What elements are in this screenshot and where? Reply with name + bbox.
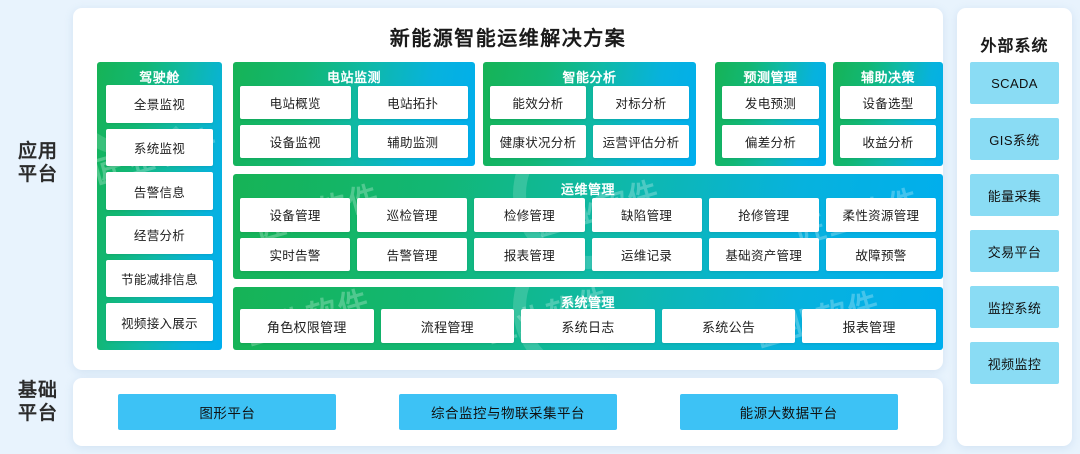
module-cell[interactable]: 偏差分析 <box>722 125 819 158</box>
external-systems-list: SCADA GIS系统能量采集交易平台监控系统视频监控 <box>957 62 1072 434</box>
module-cell[interactable]: 视频接入展示 <box>106 303 213 342</box>
axis-label-foundation-platform: 基础 平台 <box>8 379 68 425</box>
panel-cells-analysis: 能效分析对标分析健康状况分析运营评估分析 <box>483 86 696 166</box>
external-systems-title: 外部系统 <box>980 38 1049 55</box>
module-cell[interactable]: 系统公告 <box>661 309 796 343</box>
panel-cell-row: 电站概览电站拓扑 <box>240 86 468 119</box>
panel-cell-row: 经营分析 <box>106 216 213 254</box>
diagram-title: 新能源智能运维解决方案 <box>389 28 627 50</box>
module-cell[interactable]: 设备选型 <box>840 86 936 119</box>
panel-title-decision: 辅助决策 <box>860 70 915 85</box>
axis-label-application-platform: 应用 平台 <box>8 140 68 186</box>
panel-cockpit: 匠业软件驾驶舱全景监视系统监视告警信息经营分析节能减排信息视频接入展示 <box>97 62 222 350</box>
panel-cell-row: 发电预测 <box>722 86 819 119</box>
axis-label-application-line1: 应用 <box>17 141 58 162</box>
panel-title-station: 电站监测 <box>326 70 381 85</box>
external-system-box[interactable]: 视频监控 <box>970 342 1059 384</box>
module-cell[interactable]: 检修管理 <box>474 198 585 232</box>
panel-cell-row: 视频接入展示 <box>106 303 213 342</box>
panel-cells-decision: 设备选型收益分析 <box>833 86 943 166</box>
external-system-box[interactable]: 监控系统 <box>970 286 1059 328</box>
module-cell[interactable]: 系统日志 <box>521 309 655 343</box>
module-cell[interactable]: 报表管理 <box>802 309 936 343</box>
external-system-box[interactable]: SCADA <box>970 62 1059 104</box>
module-cell[interactable]: 角色权限管理 <box>240 309 374 343</box>
panel-cell-row: 角色权限管理流程管理系统日志系统公告报表管理 <box>240 309 936 343</box>
module-cell[interactable]: 电站拓扑 <box>357 86 468 119</box>
module-cell[interactable]: 告警信息 <box>106 172 213 211</box>
module-cell[interactable]: 故障预警 <box>825 237 937 271</box>
module-cell[interactable]: 缺陷管理 <box>591 198 702 232</box>
module-cell[interactable]: 发电预测 <box>722 86 819 119</box>
module-cell[interactable]: 告警管理 <box>357 237 468 271</box>
module-cell[interactable]: 基础资产管理 <box>708 237 819 271</box>
module-cell[interactable]: 巡检管理 <box>357 198 468 232</box>
panel-cells-cockpit: 全景监视系统监视告警信息经营分析节能减排信息视频接入展示 <box>97 85 222 350</box>
foundation-platform-row: 图形平台 综合监控与物联采集平台 能源大数据平台 <box>73 378 943 446</box>
module-cell[interactable]: 运维记录 <box>591 237 702 271</box>
module-cell[interactable]: 流程管理 <box>380 309 515 343</box>
axis-label-application-line2: 平台 <box>17 164 58 185</box>
panel-cell-row: 偏差分析 <box>722 125 819 158</box>
foundation-platform-box[interactable]: 综合监控与物联采集平台 <box>398 394 617 430</box>
panel-title-cockpit: 驾驶舱 <box>139 70 180 85</box>
module-cell[interactable]: 健康状况分析 <box>490 125 586 158</box>
module-cell[interactable]: 柔性资源管理 <box>825 198 937 232</box>
foundation-platform-box[interactable]: 图形平台 <box>118 394 337 430</box>
panel-title-om: 运维管理 <box>560 182 615 197</box>
module-cell[interactable]: 设备监视 <box>240 125 351 158</box>
panel-cell-row: 系统监视 <box>106 128 213 167</box>
panel-cells-om: 设备管理巡检管理检修管理缺陷管理抢修管理柔性资源管理实时告警告警管理报表管理运维… <box>233 198 943 279</box>
panel-title-system: 系统管理 <box>560 295 615 310</box>
module-cell[interactable]: 设备管理 <box>240 198 351 232</box>
module-cell[interactable]: 辅助监测 <box>357 125 468 158</box>
module-cell[interactable]: 节能减排信息 <box>106 259 213 298</box>
external-system-box[interactable]: 能量采集 <box>970 174 1059 216</box>
module-cell[interactable]: 收益分析 <box>840 125 936 158</box>
panel-cells-forecast: 发电预测偏差分析 <box>715 86 826 166</box>
module-cell[interactable]: 抢修管理 <box>708 198 819 232</box>
module-cell[interactable]: 实时告警 <box>240 237 351 271</box>
panel-cell-row: 能效分析对标分析 <box>490 86 689 119</box>
panel-title-analysis: 智能分析 <box>562 70 617 85</box>
module-cell[interactable]: 全景监视 <box>106 85 213 123</box>
panel-cell-row: 设备管理巡检管理检修管理缺陷管理抢修管理柔性资源管理 <box>240 198 937 232</box>
module-cell[interactable]: 报表管理 <box>474 237 585 271</box>
module-cell[interactable]: 电站概览 <box>240 86 351 119</box>
panel-analysis: 智能分析能效分析对标分析健康状况分析运营评估分析 <box>483 62 696 166</box>
module-cell[interactable]: 能效分析 <box>490 86 586 119</box>
panel-cells-system: 角色权限管理流程管理系统日志系统公告报表管理 <box>233 309 943 350</box>
module-cell[interactable]: 系统监视 <box>106 128 213 167</box>
panel-cell-row: 健康状况分析运营评估分析 <box>490 125 689 158</box>
panel-cell-row: 实时告警告警管理报表管理运维记录基础资产管理故障预警 <box>240 237 937 271</box>
panel-title-forecast: 预测管理 <box>743 70 798 85</box>
external-system-box[interactable]: GIS系统 <box>970 118 1059 160</box>
panel-cell-row: 告警信息 <box>106 172 213 211</box>
panel-cells-station: 电站概览电站拓扑设备监视辅助监测 <box>233 86 475 166</box>
panel-cell-row: 收益分析 <box>840 125 936 158</box>
panel-cell-row: 设备选型 <box>840 86 936 119</box>
panel-om: 匠业软件匠业软件匠业软件运维管理设备管理巡检管理检修管理缺陷管理抢修管理柔性资源… <box>233 174 943 279</box>
panel-system: 匠业软件匠业软件匠业软件系统管理角色权限管理流程管理系统日志系统公告报表管理 <box>233 287 943 350</box>
module-cell[interactable]: 运营评估分析 <box>593 125 689 158</box>
panel-station: 电站监测电站概览电站拓扑设备监视辅助监测 <box>233 62 475 166</box>
panel-decision: 辅助决策设备选型收益分析 <box>833 62 943 166</box>
panel-cell-row: 节能减排信息 <box>106 259 213 298</box>
external-system-box[interactable]: 交易平台 <box>970 230 1059 272</box>
axis-label-foundation-line1: 基础 <box>17 380 58 401</box>
panel-forecast: 预测管理发电预测偏差分析 <box>715 62 826 166</box>
axis-label-foundation-line2: 平台 <box>17 403 58 424</box>
module-cell[interactable]: 对标分析 <box>593 86 689 119</box>
panel-cell-row: 设备监视辅助监测 <box>240 125 468 158</box>
foundation-platform-box[interactable]: 能源大数据平台 <box>679 394 898 430</box>
panel-cell-row: 全景监视 <box>106 85 213 123</box>
module-cell[interactable]: 经营分析 <box>106 216 213 254</box>
